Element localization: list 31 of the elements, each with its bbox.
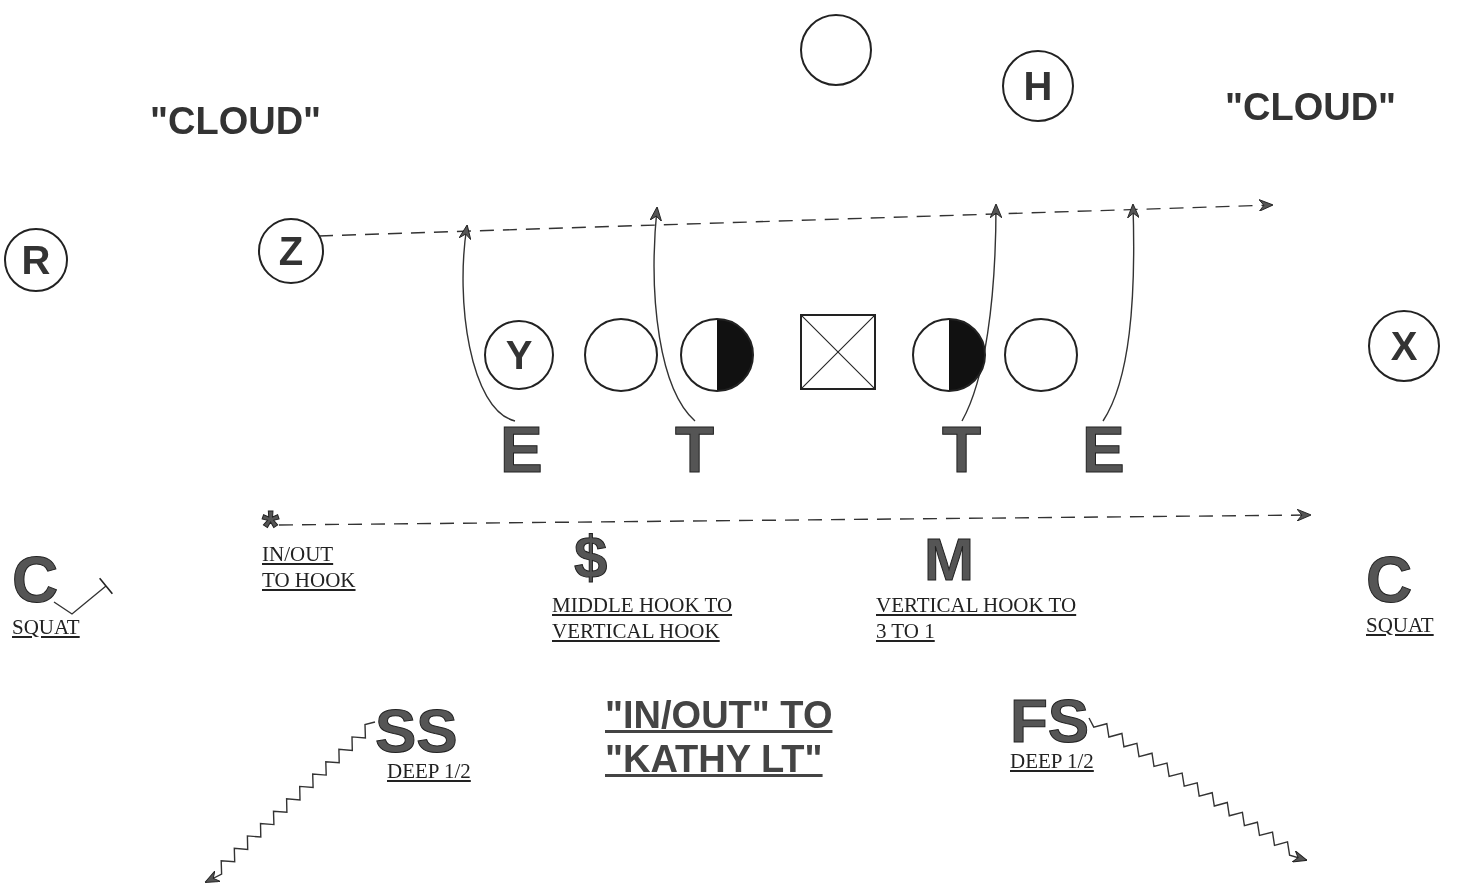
- assignment-text: SQUAT: [1366, 612, 1435, 639]
- coverage-label: "CLOUD": [1225, 86, 1397, 129]
- call-text: "IN/OUT" TO "KATHY LT": [605, 694, 834, 782]
- route-arrow: [649, 206, 696, 422]
- assignment-text: SQUAT: [12, 614, 81, 641]
- player-circle: Z: [258, 218, 324, 284]
- player-circle: X: [1368, 310, 1440, 382]
- defender-letter: C: [1366, 548, 1413, 612]
- route-arrow: [459, 224, 516, 422]
- zigzag-drop-arrow: [204, 721, 376, 883]
- route-arrow: [1102, 203, 1140, 422]
- defender-letter: E: [500, 418, 543, 482]
- squat-route-line: [53, 577, 114, 615]
- assignment-text: VERTICAL HOOK TO 3 TO 1: [876, 592, 1078, 645]
- dashed-route-arrow: [318, 199, 1274, 237]
- player-circle: R: [4, 228, 68, 292]
- player-circle: H: [1002, 50, 1074, 122]
- defender-letter: $: [574, 528, 608, 588]
- coverage-label: "CLOUD": [150, 100, 322, 143]
- defender-letter: E: [1082, 418, 1125, 482]
- defender-letter: M: [924, 530, 974, 590]
- center-box: [800, 314, 876, 390]
- defender-letter: T: [942, 418, 982, 482]
- defender-letter: T: [675, 418, 715, 482]
- assignment-text: IN/OUT TO HOOK: [262, 541, 357, 594]
- zigzag-drop-arrow: [1088, 717, 1308, 863]
- dashed-route-arrow: [278, 508, 1312, 526]
- defender-letter: C: [12, 548, 59, 612]
- assignment-text: MIDDLE HOOK TO VERTICAL HOOK: [552, 592, 734, 645]
- player-circle: Y: [484, 320, 554, 390]
- route-arrow: [961, 203, 1003, 422]
